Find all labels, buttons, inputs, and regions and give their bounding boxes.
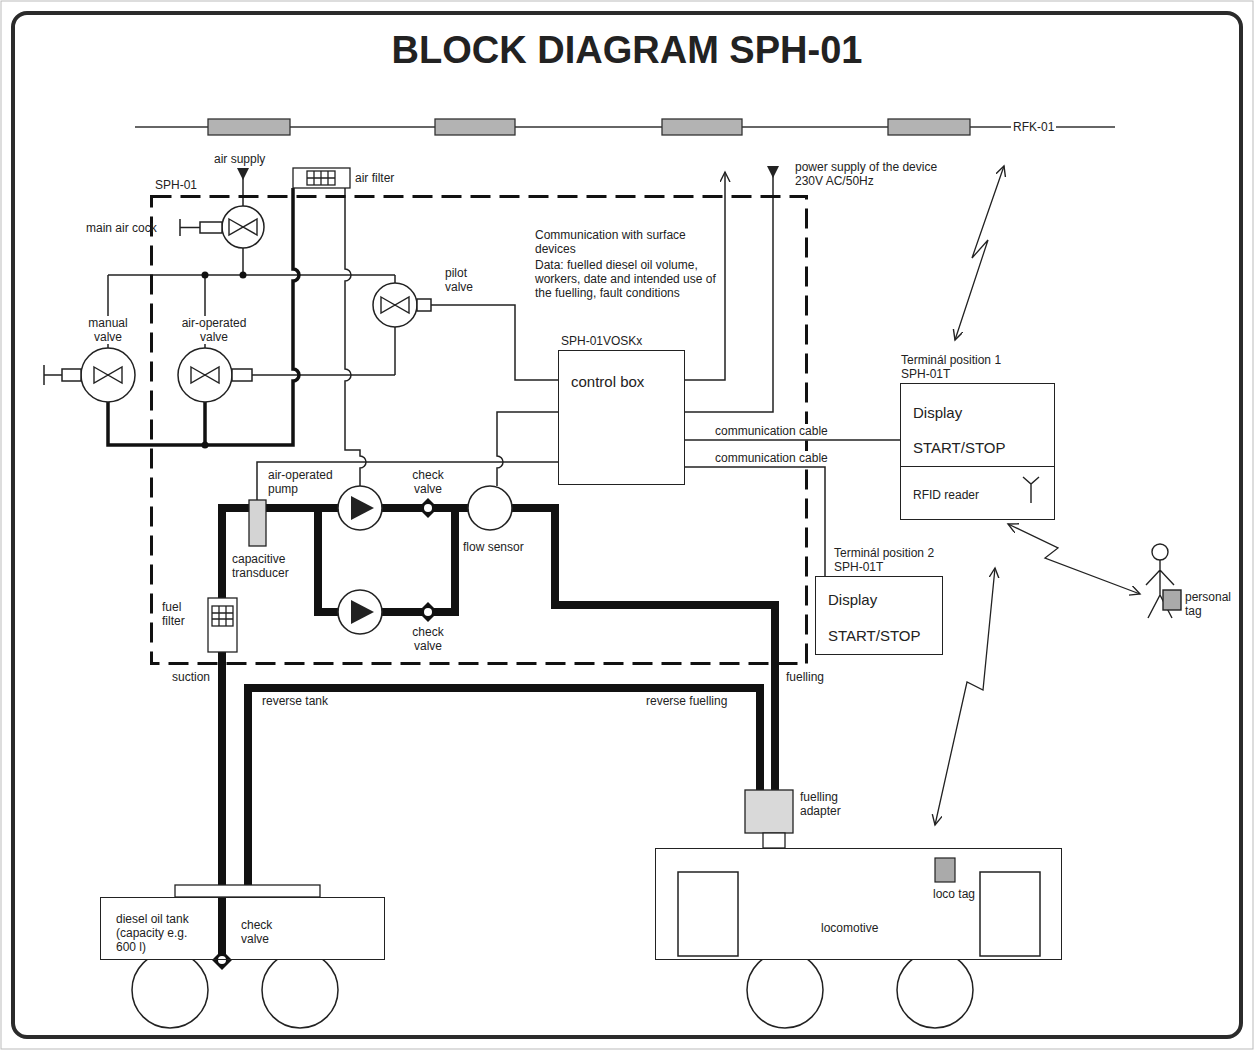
part-label: flow sensor: [463, 540, 524, 554]
part-label: check valve: [241, 918, 281, 946]
supply-note: power supply of the device 230V AC/50Hz: [795, 160, 960, 188]
part-label: pilot valve: [445, 266, 485, 294]
part-label: fuelling adapter: [800, 790, 860, 818]
outer-frame: [13, 13, 1241, 1037]
rfk-cable: [135, 119, 1115, 135]
terminal-heading: Terminál position 2 SPH-01T: [834, 546, 952, 574]
pilot-valve-symbol: [373, 283, 431, 327]
power-arrow: [767, 166, 779, 178]
cable-name: RFK-01: [1011, 120, 1056, 134]
panel-divider: [901, 466, 1054, 467]
device-code: SPH-01VOSKx: [561, 334, 642, 348]
part-label: air supply: [214, 152, 265, 166]
part-label: loco tag: [933, 887, 975, 901]
dashed-outline: [150, 195, 808, 665]
antenna-icon: [1019, 476, 1043, 504]
line-label: fuelling: [786, 670, 824, 684]
part-label: manual valve: [84, 316, 132, 344]
terminal-heading: Terminál position 1 SPH-01T: [901, 353, 1019, 381]
pump-symbol: [338, 486, 382, 530]
part-label: capacitive transducer: [232, 552, 302, 580]
boundary-label: SPH-01: [155, 178, 197, 192]
pump-symbol: [338, 590, 382, 634]
check-valve-symbol: [418, 602, 438, 622]
main-air-cock-symbol: [180, 206, 264, 248]
supply-arrow: [237, 168, 249, 180]
air-circuit: [108, 168, 773, 500]
button-label: START/STOP: [828, 627, 921, 645]
part-label: main air cock: [86, 221, 157, 235]
tank-lid: [175, 885, 320, 897]
part-label: fuel filter: [162, 600, 204, 628]
line-label: suction: [172, 670, 210, 684]
part-label: air-operated pump: [268, 468, 342, 496]
display-label: Display: [828, 591, 877, 609]
part-label: check valve: [406, 625, 450, 653]
loco-tag-symbol: [935, 858, 955, 882]
tank-label: diesel oil tank (capacity e.g. 600 l): [116, 912, 196, 954]
air-filter-symbol: [293, 168, 350, 188]
dashed-border: [152, 197, 807, 664]
communication-cable: [685, 439, 900, 441]
note-text: Data: fuelled diesel oil volume, workers…: [535, 258, 717, 300]
adapter-stub: [763, 833, 785, 848]
cable-label: communication cable: [713, 451, 830, 465]
communication-cable: [685, 467, 825, 576]
terminal-box: Terminál position 1 SPH-01TDisplaySTART/…: [900, 383, 1055, 520]
part-label: air-operated valve: [174, 316, 254, 344]
part-label: personal tag: [1185, 590, 1240, 618]
part-label: check valve: [406, 468, 450, 496]
wheels: [132, 960, 973, 1028]
reader-label: RFID reader: [913, 488, 979, 502]
flow-sensor-symbol: [468, 486, 512, 530]
terminal-box: Terminál position 2 SPH-01TDisplaySTART/…: [815, 576, 943, 655]
check-valve-symbol: [212, 950, 232, 970]
line-label: reverse fuelling: [646, 694, 727, 708]
box-title: control box: [571, 373, 644, 391]
vehicle-label: locomotive: [821, 921, 878, 935]
air-operated-valve-symbol: [178, 348, 252, 402]
line-label: reverse tank: [262, 694, 328, 708]
capacitive-transducer-symbol: [249, 500, 266, 546]
check-valve-symbol: [418, 498, 438, 518]
control-box: SPH-01VOSKxcontrol box: [558, 350, 685, 485]
note-text: Communication with surface devices: [535, 228, 717, 256]
antenna-lines: [1023, 477, 1039, 503]
device-boundary: SPH-01SPH-01VOSKxcontrol box: [150, 195, 808, 665]
cable-label: communication cable: [713, 424, 830, 438]
part-label: air filter: [355, 171, 394, 185]
loco-windows: [678, 872, 1040, 956]
fuel-filter-symbol: [208, 598, 237, 652]
fuelling-adapter-symbol: [745, 790, 793, 833]
button-label: START/STOP: [913, 439, 1006, 457]
diagram-title: BLOCK DIAGRAM SPH-01: [0, 28, 1254, 73]
person-figure: [1146, 544, 1181, 618]
display-label: Display: [913, 404, 962, 422]
manual-valve-symbol: [44, 348, 135, 402]
fuel-tank: diesel oil tank (capacity e.g. 600 l) che…: [100, 897, 385, 960]
locomotive-body: locomotive loco tag: [655, 848, 1062, 960]
